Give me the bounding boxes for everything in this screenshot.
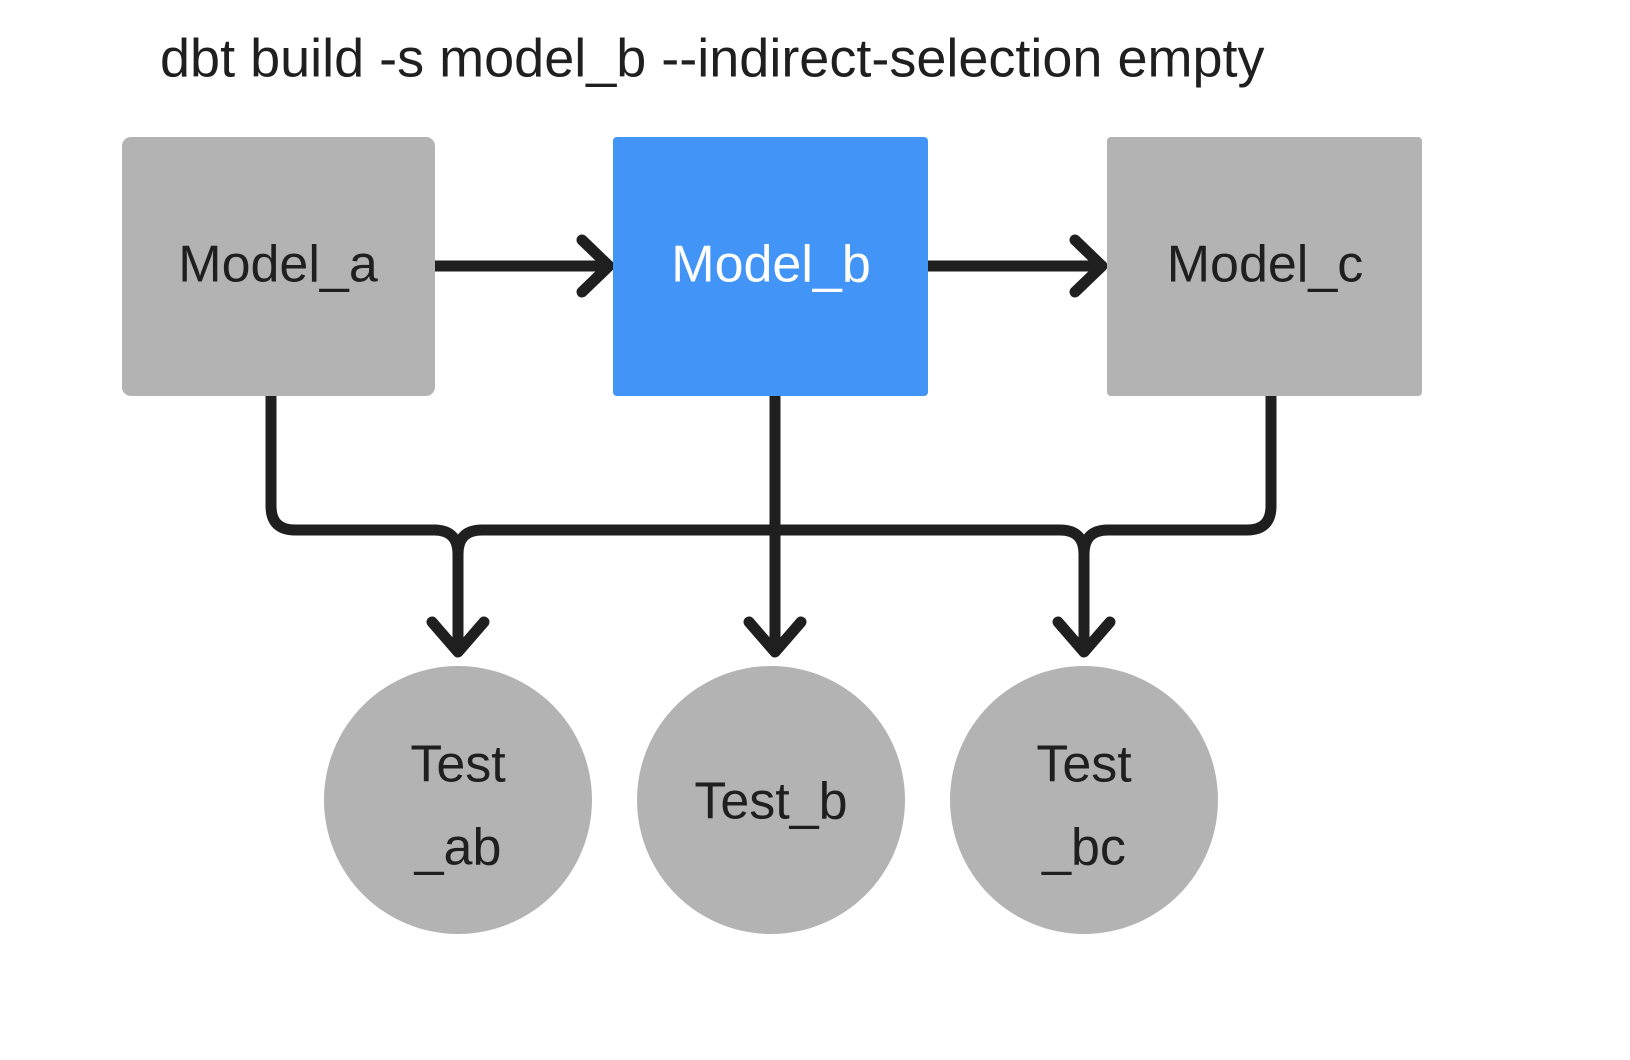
node-test-bc-label-line2: _bc [1041, 819, 1126, 877]
node-test-bc[interactable]: Test _bc [950, 666, 1218, 934]
arrow-head-icon [426, 616, 490, 658]
node-test-ab-label-line2: _ab [414, 819, 502, 877]
node-model-b-shape[interactable] [613, 137, 928, 396]
edge-model-b-to-test-b [743, 390, 807, 658]
node-model-b[interactable]: Model_b [613, 137, 928, 396]
edge-model-c-to-bus [1101, 390, 1277, 536]
node-test-ab-shape[interactable] [324, 666, 592, 934]
edge-bus-to-test-ab [289, 524, 781, 658]
arrow-head-icon [576, 234, 615, 298]
node-test-b-shape[interactable] [637, 666, 905, 934]
node-model-a-label: Model_a [178, 236, 378, 294]
edge-model-a-to-bus [265, 390, 441, 536]
node-model-c-shape[interactable] [1107, 137, 1422, 396]
node-model-c-label: Model_c [1167, 236, 1364, 294]
page-title: dbt build -s model_b --indirect-selectio… [160, 28, 1265, 88]
node-test-b[interactable]: Test_b [637, 666, 905, 934]
node-test-bc-label-line1: Test [1036, 736, 1132, 794]
arrow-head-icon [1069, 234, 1108, 298]
node-model-a[interactable]: Model_a [122, 137, 435, 396]
node-model-a-shape[interactable] [122, 137, 435, 396]
node-model-b-label: Model_b [671, 236, 870, 294]
edge-line [265, 390, 441, 536]
edge-model-a-to-model-b [429, 234, 615, 298]
node-test-bc-shape[interactable] [950, 666, 1218, 934]
node-model-c[interactable]: Model_c [1107, 137, 1422, 396]
node-test-ab[interactable]: Test _ab [324, 666, 592, 934]
node-test-ab-label-line1: Test [410, 736, 506, 794]
edge-model-b-to-model-c [922, 234, 1108, 298]
edge-bus-to-test-bc [769, 524, 1253, 658]
arrow-head-icon [743, 616, 807, 658]
edge-line [452, 524, 781, 560]
arrow-head-icon [1052, 616, 1116, 658]
edge-line [769, 524, 1090, 560]
edge-line [1101, 390, 1277, 536]
node-test-b-label-line1: Test_b [694, 773, 847, 831]
